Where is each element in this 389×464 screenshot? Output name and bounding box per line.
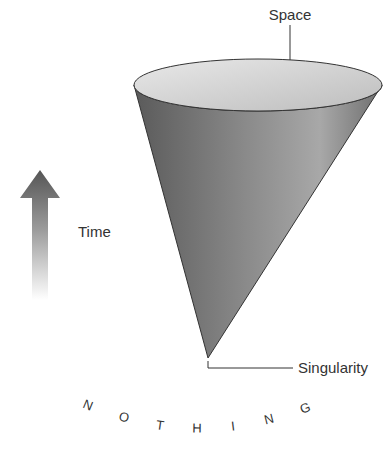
cone-body [134, 85, 382, 358]
diagram-label: Space [269, 7, 312, 24]
leader-line [208, 361, 293, 368]
arc-letter: N [81, 397, 95, 413]
arc-letter: G [298, 400, 312, 416]
diagram-label: Singularity [298, 360, 368, 377]
arc-letter: N [263, 412, 275, 427]
cone-top-ellipse [134, 59, 382, 111]
arc-letter: T [155, 418, 165, 432]
arc-letter: O [118, 410, 131, 425]
diagram-label: Time [78, 224, 111, 241]
time-arrow [20, 170, 60, 300]
leader-line [290, 25, 291, 60]
arc-letter: H [192, 421, 202, 434]
arc-letter: I [230, 419, 235, 432]
